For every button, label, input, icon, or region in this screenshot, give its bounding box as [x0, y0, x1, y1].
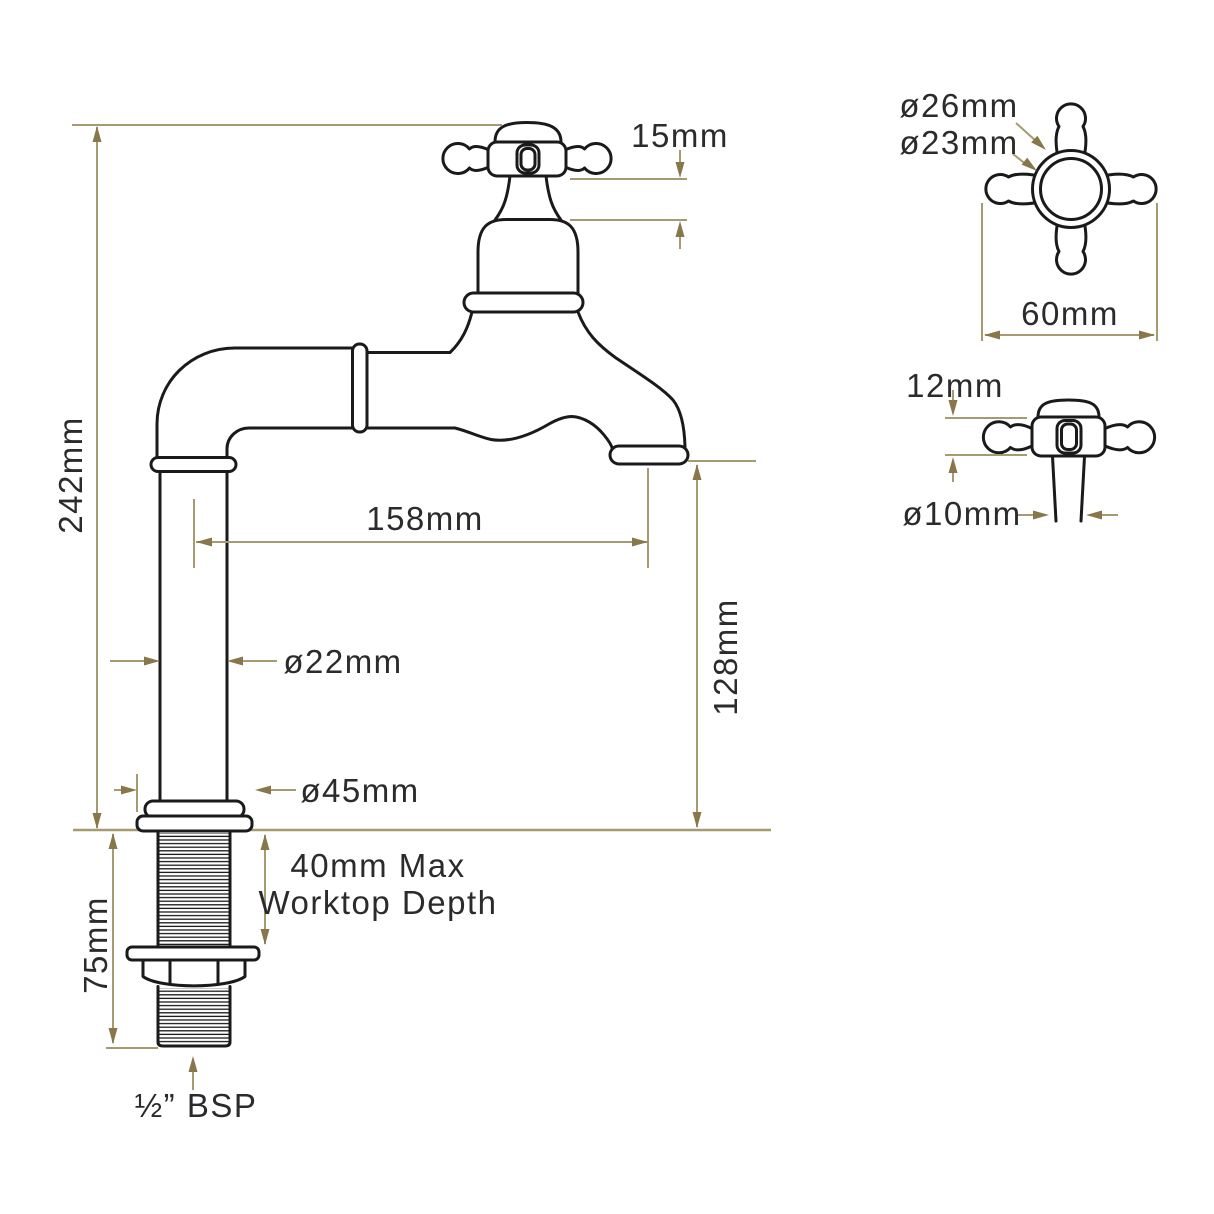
- handle-cap-dome: [493, 121, 563, 144]
- side-view-spindle-inner: [1060, 422, 1078, 451]
- handle-spindle-inner: [519, 147, 537, 172]
- thread-lower-edges: [156, 985, 232, 1048]
- handle-left-spoke: [441, 142, 491, 175]
- arrow-down-242-bottom: [92, 813, 102, 829]
- arrow-left-60: [984, 330, 1000, 340]
- backnut-facet-lines: [168, 959, 220, 985]
- label-handle-inner-diameter: ø23mm: [899, 124, 1018, 161]
- thread-hatch-lower: [159, 988, 229, 1044]
- arrow-right-45-left: [121, 785, 137, 795]
- top-view-spoke-right: [1096, 172, 1158, 206]
- label-spout-reach: 158mm: [366, 500, 484, 537]
- label-handle-stem-diameter: ø10mm: [902, 495, 1021, 532]
- label-spout-outlet-height: 128mm: [707, 598, 744, 716]
- label-tail-length: 75mm: [77, 896, 114, 994]
- base-flange-lower: [135, 814, 254, 833]
- label-inlet-pipe-diameter: ø22mm: [283, 643, 402, 680]
- arrow-up-242-top: [92, 126, 102, 142]
- top-view-inner-ring: [1039, 157, 1103, 221]
- dimension-lines: [72, 122, 1158, 1090]
- body-top-left-edge: [364, 310, 474, 354]
- arrow-down-128-bottom: [692, 812, 702, 828]
- side-view-cap-dome: [1036, 398, 1101, 419]
- body-underside-curve: [365, 415, 614, 451]
- arrow-down-12-top: [948, 400, 958, 416]
- elbow-inner-curve: [225, 426, 354, 461]
- side-view-left-spoke: [981, 420, 1035, 455]
- arrow-left-22-right: [227, 656, 243, 666]
- label-overall-height: 242mm: [52, 416, 89, 534]
- arrow-right-22-left: [144, 656, 160, 666]
- label-worktop-note-line1: 40mm Max: [290, 847, 465, 884]
- arrow-up-15-lower: [675, 221, 685, 237]
- top-view-spoke-left: [984, 172, 1046, 206]
- top-view-spoke-up: [1054, 102, 1088, 164]
- label-base-flange-diameter: ø45mm: [300, 772, 419, 809]
- arrow-diag-26: [1031, 135, 1046, 150]
- dimension-labels: 15mm 242mm 158mm ø22mm 128mm ø45mm 40mm …: [52, 87, 1119, 1124]
- arrow-left-158: [196, 537, 212, 547]
- arrow-down-40-bottom: [260, 929, 270, 945]
- spout-outer-curve: [576, 310, 687, 449]
- arrow-up-75-top: [108, 833, 118, 849]
- arrow-right-10-left: [1033, 510, 1049, 520]
- arrow-up-12-bottom: [948, 457, 958, 473]
- tap-side-elevation: [125, 121, 690, 1048]
- arrow-down-15-upper: [675, 162, 685, 178]
- thread-upper-edges: [156, 830, 232, 949]
- side-view-right-spoke: [1102, 420, 1157, 455]
- thread-hatch-upper: [159, 833, 229, 947]
- handle-top-view: [984, 102, 1158, 276]
- handle-right-spoke: [563, 142, 613, 175]
- bonnet-bell: [476, 218, 580, 296]
- arrow-up-bsp: [188, 1056, 198, 1072]
- arrow-right-60: [1139, 330, 1155, 340]
- elbow-outer-curve: [155, 346, 237, 461]
- side-view-stem: [1051, 455, 1086, 523]
- arrow-left-45-right: [255, 785, 271, 795]
- arrow-down-75-bottom: [108, 1028, 118, 1044]
- backnut-washer: [125, 945, 261, 962]
- arrow-up-40-top: [260, 834, 270, 850]
- backnut-hex: [141, 958, 247, 988]
- dimension-arrowheads: [92, 126, 1155, 1072]
- handle-side-view: [981, 398, 1157, 523]
- arrow-right-158: [632, 537, 648, 547]
- top-view-spoke-down: [1054, 214, 1088, 276]
- pipe-joint-ring: [351, 342, 369, 434]
- bonnet-collar-ring: [462, 291, 585, 314]
- label-handle-clearance: 15mm: [631, 117, 729, 154]
- label-worktop-note-line2: Worktop Depth: [259, 884, 498, 921]
- arrow-diag-23: [1021, 157, 1037, 171]
- label-handle-width: 60mm: [1021, 295, 1119, 332]
- arrow-left-10-right: [1086, 510, 1102, 520]
- neck-right-edge: [544, 174, 563, 222]
- label-thread-size: ½” BSP: [135, 1087, 258, 1124]
- label-handle-outer-diameter: ø26mm: [899, 87, 1018, 124]
- arrow-up-128-top: [692, 464, 702, 480]
- label-handle-body-height: 12mm: [906, 367, 1004, 404]
- leader-26: [1015, 122, 1037, 142]
- elbow-base-collar: [149, 456, 238, 473]
- neck-left-edge: [493, 174, 512, 222]
- spout-outlet-collar: [608, 444, 690, 466]
